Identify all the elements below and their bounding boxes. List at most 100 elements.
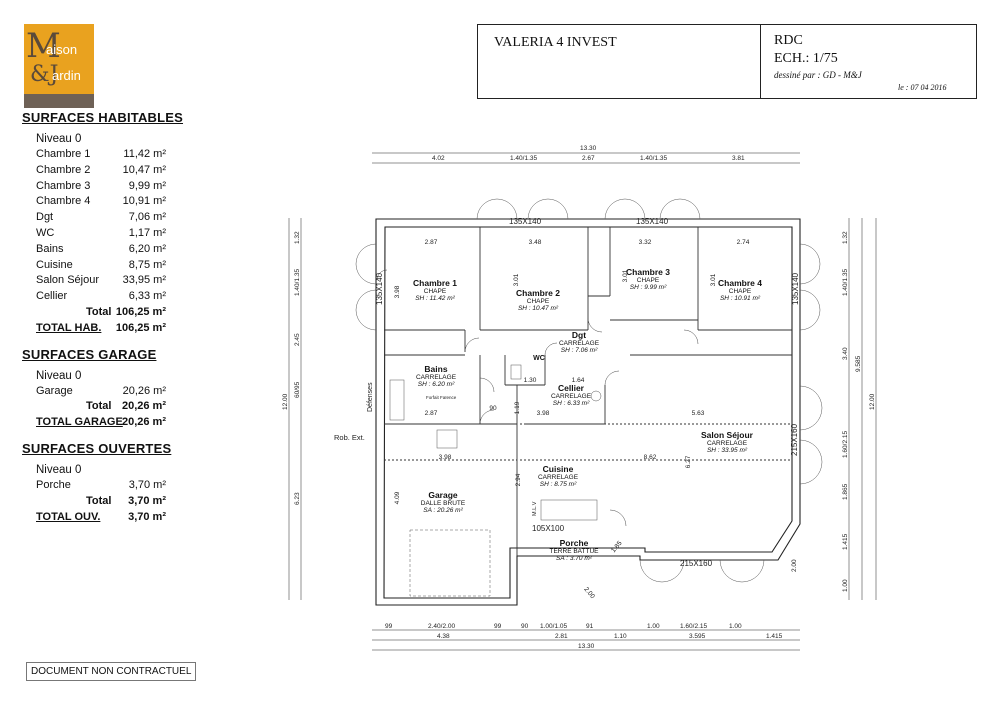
dim-bot-r2-5: 1.415 xyxy=(766,633,783,640)
window-label: 135X140 xyxy=(791,272,800,305)
room-salon-area: SH : 33.95 m² xyxy=(707,447,748,454)
room-porche-floor: TERRE BATTUE xyxy=(550,548,600,555)
logo-word-1: aison xyxy=(46,42,78,57)
exterior-walls xyxy=(375,218,801,606)
drawing-level: RDC xyxy=(774,33,803,48)
row-value: 33,95 m² xyxy=(122,274,166,287)
left-dimensions: 12.00 1.32 1.40/1.35 2.45 60/95 6.23 xyxy=(282,218,302,600)
top-dimensions: 13.30 4.02 1.40/1.35 2.67 1.40/1.35 3.81 xyxy=(372,145,800,164)
inner-dim: 1.64 xyxy=(572,377,585,384)
drawing-date: le : 07 04 2016 xyxy=(898,83,947,92)
dim-left-e: 6.23 xyxy=(294,492,301,505)
row-value: 3,70 m² xyxy=(128,478,166,491)
room-wc-name: WC xyxy=(533,355,545,362)
row-value: 10,47 m² xyxy=(122,163,166,176)
dim-right-total: 12.00 xyxy=(869,393,876,410)
contract-notice: DOCUMENT NON CONTRACTUEL xyxy=(26,662,197,681)
room-cellier-area: SH : 6.33 m² xyxy=(553,400,590,407)
ouvertes-grand-row: TOTAL OUV.3,70 m² xyxy=(22,510,202,526)
forfait-label: Forfait Faïence xyxy=(426,395,457,400)
dim-bot-3: 99 xyxy=(494,623,502,630)
room-ch4-floor: CHAPE xyxy=(729,288,752,295)
window-arcs xyxy=(355,198,823,583)
row-value: 11,42 m² xyxy=(123,148,166,160)
dim-right-f: 1.415 xyxy=(842,533,849,550)
dim-bot-r2-1: 4.38 xyxy=(437,633,450,640)
inner-dim: 3.48 xyxy=(529,239,542,246)
inner-dim: 3.01 xyxy=(622,269,629,282)
total-value: 20,26 m² xyxy=(121,400,166,413)
room-bains-area: SH : 6.20 m² xyxy=(418,381,455,388)
row-value: 20,26 m² xyxy=(122,384,166,397)
dim-top-4: 1.40/1.35 xyxy=(640,155,667,162)
dim-bot-total: 13.30 xyxy=(578,643,595,650)
room-dgt-name: Dgt xyxy=(572,330,586,340)
dim-bot-r2-4: 3.595 xyxy=(689,633,706,640)
garage-total-row: Total 20,26 m² xyxy=(22,399,202,415)
room-ch1-floor: CHAPE xyxy=(424,288,447,295)
room-ch3-floor: CHAPE xyxy=(637,277,660,284)
dim-right-h: 2.00 xyxy=(791,559,798,572)
row-name: Chambre 2 xyxy=(36,163,91,176)
garage-level: Niveau 0 xyxy=(36,369,82,382)
interior-walls xyxy=(384,227,792,556)
garage-fixture-icon xyxy=(436,429,458,449)
row-name: Bains xyxy=(36,242,64,255)
car-outline-icon xyxy=(409,529,491,597)
total-label: Total xyxy=(86,400,112,413)
right-dimensions: 12.00 9.585 1.32 1.40/1.35 3.40 1.60/2.1… xyxy=(791,218,877,600)
grand-value: 20,26 m² xyxy=(121,416,166,429)
garage-title: SURFACES GARAGE xyxy=(22,346,157,362)
total-value: 106,25 m² xyxy=(115,305,166,318)
row-name: Chambre 4 xyxy=(36,195,91,208)
inner-dim: 3.01 xyxy=(710,273,717,286)
inner-dim: 2.87 xyxy=(425,239,438,246)
inner-dim: 2.00 xyxy=(582,586,596,600)
inner-dim: 2.94 xyxy=(515,473,522,486)
room-salon-name: Salon Séjour xyxy=(701,430,754,440)
grand-label: TOTAL OUV. xyxy=(36,510,101,523)
room-garage-floor: DALLE BRUTE xyxy=(421,500,466,507)
room-ch3-name: Chambre 3 xyxy=(626,267,670,277)
row-name: Chambre 1 xyxy=(36,148,91,160)
dim-bot-8: 1.60/2.15 xyxy=(680,623,707,630)
row-name: Cuisine xyxy=(36,258,73,271)
dim-right-d: 1.60/2.15 xyxy=(842,431,849,458)
row-value: 6,20 m² xyxy=(128,242,166,255)
window-labels: 135X140 135X140 135X140 135X140 215X160 … xyxy=(375,217,800,568)
room-ch1-area: SH : 11.42 m² xyxy=(415,295,455,302)
maison-jardin-logo: M aison &J ardin xyxy=(24,24,94,108)
window-label: 135X140 xyxy=(509,217,542,226)
dim-left-a: 1.32 xyxy=(294,231,301,244)
row-name: Dgt xyxy=(36,211,54,224)
ouvertes-title: SURFACES OUVERTES xyxy=(22,440,172,456)
room-salon-floor: CARRELAGE xyxy=(707,440,748,447)
dim-right-total2: 9.585 xyxy=(855,355,862,372)
inner-dim: 2.74 xyxy=(737,239,750,246)
project-name: VALERIA 4 INVEST xyxy=(494,35,617,50)
surface-row: Bains 6,20 m² xyxy=(22,242,202,258)
row-value: 8,75 m² xyxy=(128,258,166,271)
fixtures xyxy=(389,364,602,597)
inner-dim: 2.87 xyxy=(425,410,438,417)
dim-right-a: 1.32 xyxy=(842,231,849,244)
room-ch2-floor: CHAPE xyxy=(527,298,550,305)
inner-dim: 1.19 xyxy=(514,401,521,414)
dim-bot-r2-3: 1.10 xyxy=(614,633,627,640)
room-labels: Chambre 1 CHAPE SH : 11.42 m² Chambre 2 … xyxy=(413,267,762,562)
window-label: 105X100 xyxy=(532,524,565,533)
row-value: 9,99 m² xyxy=(128,179,166,192)
inner-dim: 1.30 xyxy=(524,377,537,384)
water-heater-icon xyxy=(590,390,602,402)
row-name: Salon Séjour xyxy=(36,274,99,287)
room-garage-area: SA : 20.26 m² xyxy=(423,507,463,514)
title-block-divider xyxy=(760,25,761,98)
total-label: Total xyxy=(86,305,112,318)
title-block: VALERIA 4 INVEST RDC ECH.: 1/75 dessiné … xyxy=(477,24,977,99)
kitchen-counter-icon xyxy=(540,499,598,521)
